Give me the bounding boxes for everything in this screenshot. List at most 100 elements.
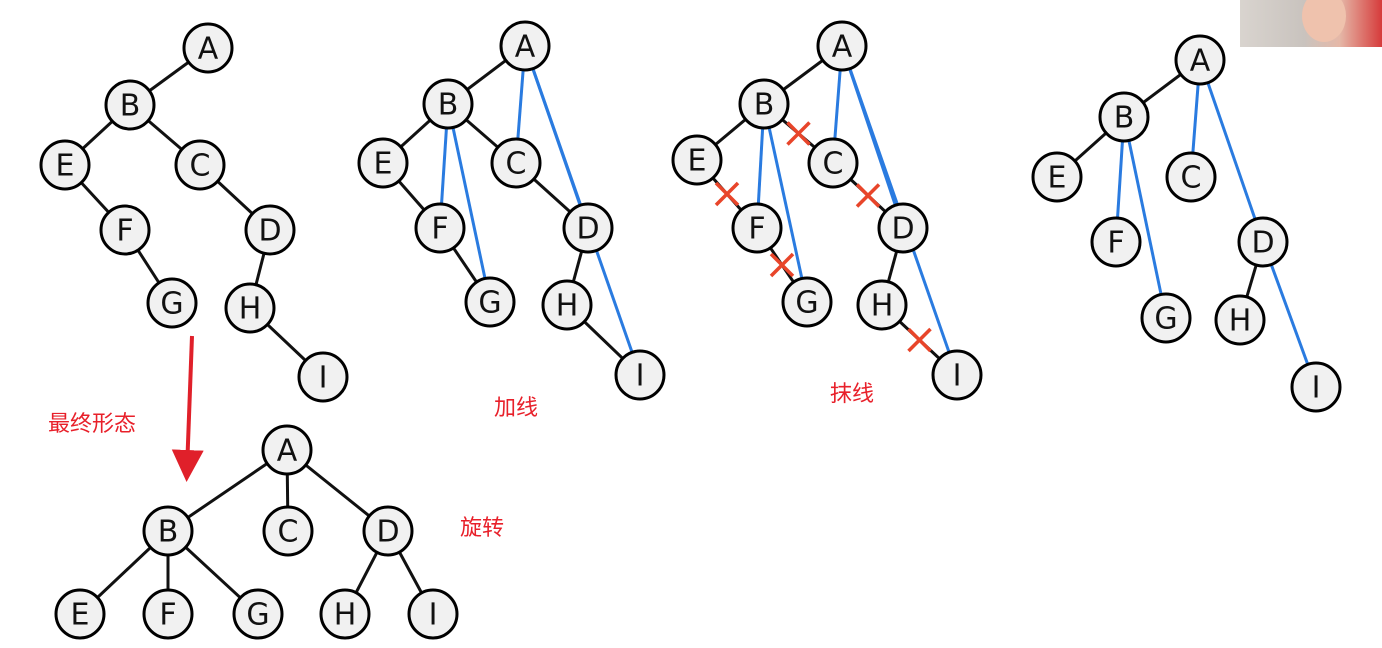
node-E-circle [671, 134, 723, 186]
node-B-circle [104, 79, 156, 131]
node-G-label: G [246, 598, 269, 633]
node-C-label: C [506, 147, 527, 182]
node-H-circle [856, 279, 908, 331]
node-C-label: C [823, 147, 844, 182]
node-C: C [174, 139, 226, 191]
thread-edge-B-G [762, 103, 809, 303]
node-D-circle [244, 204, 296, 256]
caption-final-form: 最终形态 [48, 412, 136, 437]
node-A: A [816, 20, 868, 72]
thread-edge-B-G [446, 103, 492, 303]
node-I-label: I [636, 359, 645, 394]
erase-cross-icon [714, 181, 740, 207]
node-A: A [261, 424, 313, 476]
node-A: A [1174, 34, 1226, 86]
webcam-thumbnail [1240, 0, 1382, 47]
node-F: F [414, 202, 466, 254]
node-E: E [39, 139, 91, 191]
node-I-label: I [1312, 371, 1321, 406]
node-E: E [54, 588, 106, 640]
node-E-circle [1031, 151, 1083, 203]
node-B-circle [142, 505, 194, 557]
node-G-circle [232, 588, 284, 640]
node-G: G [781, 276, 833, 328]
node-B-label: B [438, 88, 459, 123]
node-I-circle [407, 588, 459, 640]
node-H: H [1214, 294, 1266, 346]
node-I: I [297, 351, 349, 403]
node-E-label: E [1048, 161, 1067, 196]
node-C: C [490, 137, 542, 189]
node-D-label: D [1251, 226, 1274, 261]
node-I-label: I [953, 359, 962, 394]
node-G: G [464, 276, 516, 328]
presenter-face [1302, 0, 1346, 42]
node-D-circle [877, 202, 929, 254]
node-D-label: D [576, 212, 599, 247]
node-A-circle [499, 20, 551, 72]
node-C-circle [262, 505, 314, 557]
node-F-label: F [748, 212, 765, 247]
node-H-circle [319, 588, 371, 640]
node-H-label: H [871, 289, 894, 324]
node-H: H [541, 279, 593, 331]
node-G-circle [146, 277, 198, 329]
node-D: D [244, 204, 296, 256]
node-E: E [671, 134, 723, 186]
erase-cross-icon [907, 327, 932, 353]
node-F-circle [1090, 216, 1142, 268]
node-F-label: F [431, 212, 448, 247]
node-G-label: G [478, 286, 501, 321]
marks-layer [714, 121, 932, 353]
node-B-label: B [120, 89, 141, 124]
node-B-label: B [158, 515, 179, 550]
node-B-label: B [1114, 101, 1135, 136]
caption-rotate: 旋转 [460, 516, 504, 541]
node-D: D [562, 202, 614, 254]
node-H-circle [1214, 294, 1266, 346]
node-B-label: B [754, 88, 775, 123]
node-I-label: I [319, 361, 328, 396]
node-F-label: F [116, 214, 133, 249]
node-F-circle [731, 202, 783, 254]
node-I: I [931, 349, 983, 401]
node-C-circle [490, 137, 542, 189]
node-B: B [104, 79, 156, 131]
node-D-label: D [258, 214, 281, 249]
node-C-label: C [190, 149, 211, 184]
node-D-circle [562, 202, 614, 254]
thread-edge-B-G [1122, 116, 1168, 319]
node-B: B [142, 505, 194, 557]
node-I-circle [614, 349, 666, 401]
node-F-circle [99, 204, 151, 256]
node-D-circle [362, 505, 414, 557]
node-D: D [362, 505, 414, 557]
erase-cross-icon [855, 183, 881, 208]
node-A-label: A [198, 32, 219, 67]
node-C-label: C [1181, 161, 1202, 196]
node-E-circle [39, 139, 91, 191]
node-A-circle [1174, 34, 1226, 86]
cross-stroke [769, 252, 795, 278]
node-I-circle [931, 349, 983, 401]
caption-add-lines: 加线 [494, 396, 538, 421]
node-H: H [856, 279, 908, 331]
node-C-label: C [278, 515, 299, 550]
thread-edge-D-I [1261, 241, 1318, 388]
node-C-circle [174, 139, 226, 191]
node-H-label: H [334, 598, 357, 633]
node-F: F [1090, 216, 1142, 268]
erase-cross-icon [786, 121, 811, 146]
node-E-label: E [688, 144, 707, 179]
node-B: B [422, 78, 474, 130]
node-G: G [1140, 292, 1192, 344]
node-D: D [877, 202, 929, 254]
cross-stroke [786, 121, 811, 146]
node-B-circle [738, 78, 790, 130]
node-F: F [731, 202, 783, 254]
node-E-circle [357, 137, 409, 189]
node-I-circle [297, 351, 349, 403]
node-C-circle [807, 137, 859, 189]
